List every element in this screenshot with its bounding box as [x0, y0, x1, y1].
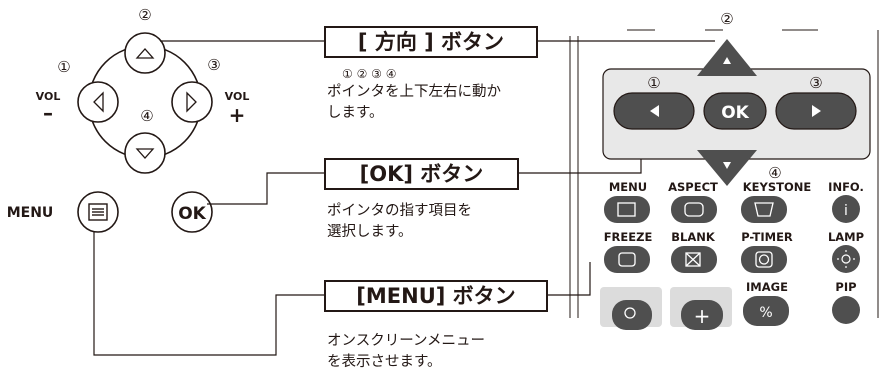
ok-desc-line2: 選択します。 — [327, 224, 413, 240]
remote-label-freeze: FREEZE — [604, 230, 653, 244]
arrow-left-icon — [93, 91, 104, 113]
remote-label-ptimer: P-TIMER — [741, 230, 793, 244]
remote-aspect-button[interactable] — [671, 196, 717, 223]
remote-down-arrow-icon — [723, 162, 731, 169]
remote-label-image: IMAGE — [746, 280, 788, 294]
remote-left-arrow-icon — [650, 105, 659, 117]
remote-plus-button[interactable] — [681, 300, 723, 330]
remote-label-info: INFO. — [828, 180, 864, 194]
remote-blank-icon — [685, 252, 701, 267]
direction-desc-line2: します。 — [327, 105, 384, 121]
arrow-right-icon — [186, 91, 197, 113]
remote-right-arrow-icon — [812, 105, 821, 117]
direction-numbers: ① ② ③ ④ — [342, 67, 397, 81]
num-left: ① — [57, 58, 70, 76]
arrow-down-icon — [135, 148, 155, 159]
remote-panel: OK ② ① ③ ④ MENU ASPECT KEYSTONE INFO. i … — [569, 10, 879, 330]
menu-icon — [88, 203, 108, 221]
remote-freeze-icon — [618, 252, 636, 267]
ok-text: OK — [178, 204, 206, 224]
remote-num-left: ① — [647, 74, 660, 92]
remote-ptimer-button[interactable] — [741, 246, 787, 273]
direction-button-label: [ 方向 ] ボタン — [324, 26, 538, 58]
remote-keystone-icon — [754, 202, 774, 217]
leader-menu-right — [548, 262, 591, 296]
remote-num-right: ③ — [809, 74, 822, 92]
ok-button[interactable] — [171, 191, 213, 233]
remote-info-icon: i — [844, 203, 848, 219]
remote-plus-icon: + — [694, 304, 711, 328]
remote-ok-text: OK — [721, 103, 749, 123]
arrow-up-icon — [135, 48, 155, 59]
leader-ok-left — [207, 172, 324, 205]
remote-lamp-button[interactable] — [832, 245, 860, 273]
remote-up-arrow-icon — [723, 57, 731, 64]
remote-label-keystone: KEYSTONE — [743, 180, 812, 194]
remote-zoom-button[interactable] — [612, 300, 652, 330]
remote-ok-button[interactable] — [703, 92, 767, 130]
remote-image-button[interactable] — [743, 296, 789, 326]
remote-label-pip: PIP — [835, 280, 856, 294]
direction-desc-line1: ポインタを上下左右に動か — [327, 84, 501, 100]
remote-label-blank: BLANK — [671, 230, 716, 244]
remote-blank-button[interactable] — [671, 246, 717, 273]
dpad-left-button[interactable] — [77, 81, 119, 123]
remote-label-menu: MENU — [609, 180, 647, 194]
remote-menu-button[interactable] — [604, 196, 650, 223]
leader-menu-left — [93, 232, 324, 356]
num-up: ② — [138, 6, 151, 24]
num-down: ④ — [140, 107, 153, 125]
remote-num-up: ② — [720, 10, 733, 28]
remote-aspect-icon — [684, 202, 704, 217]
remote-num-down: ④ — [768, 164, 781, 182]
remote-keystone-button[interactable] — [741, 196, 787, 223]
remote-pip-button[interactable] — [832, 296, 860, 324]
remote-label-aspect: ASPECT — [668, 180, 718, 194]
remote-menu-icon — [617, 202, 636, 217]
dpad-right-button[interactable] — [171, 81, 213, 123]
remote-label-lamp: LAMP — [828, 230, 864, 244]
remote-lamp-icon — [837, 250, 855, 268]
vol-minus-label: – — [43, 101, 53, 125]
remote-zoom-icon — [624, 307, 636, 319]
remote-image-icon: % — [759, 305, 772, 321]
dpad-up-button[interactable] — [124, 32, 166, 74]
vol-left-label: VOL — [36, 90, 61, 103]
menu-desc-line2: を表示させます。 — [327, 354, 442, 370]
ok-button-label: [OK] ボタン — [324, 158, 519, 190]
remote-info-button[interactable] — [832, 195, 860, 223]
dpad-down-button[interactable] — [124, 132, 166, 174]
menu-button-label: [MENU] ボタン — [324, 280, 548, 312]
remote-freeze-button[interactable] — [604, 246, 650, 273]
vol-right-label: VOL — [225, 90, 250, 103]
remote-ptimer-icon — [755, 251, 773, 268]
menu-desc-line1: オンスクリーンメニュー — [327, 333, 486, 349]
ok-desc-line1: ポインタの指す項目を — [327, 203, 472, 219]
num-right: ③ — [207, 56, 220, 74]
vol-plus-label: + — [229, 103, 246, 127]
menu-text: MENU — [7, 205, 54, 221]
